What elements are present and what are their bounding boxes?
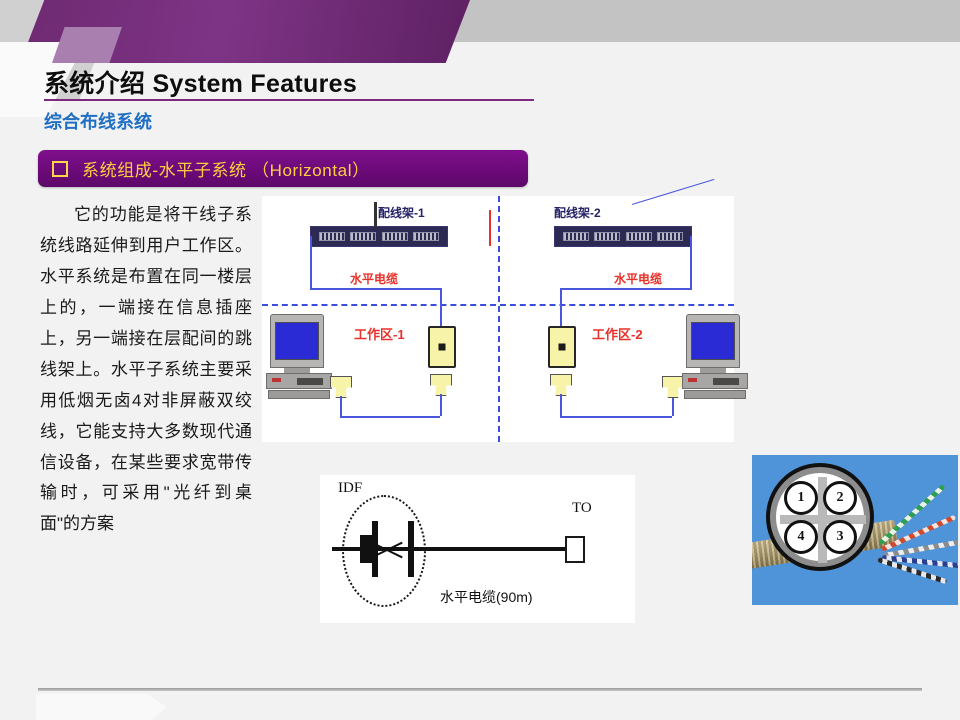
pair-number-4: 4 <box>784 520 818 554</box>
cable-run-line <box>332 547 568 551</box>
horizontal-cable-label-left: 水平电缆 <box>350 272 399 286</box>
patch-panel-1-stub <box>374 202 377 228</box>
monitor-neck <box>284 368 310 374</box>
patch-cord-2-horizontal <box>560 416 672 418</box>
zone-divider-line <box>498 196 500 442</box>
idf-boundary-ellipse <box>342 495 426 607</box>
horizontal-subsystem-diagram: 配线架-1 配线架-2 水平电缆 水平电缆 <box>262 178 748 442</box>
workstation-computer-1 <box>266 314 334 400</box>
workstation-computer-2 <box>682 314 750 400</box>
cable-cross-section: 1 2 4 3 <box>766 463 874 571</box>
panel-port-group <box>318 232 345 241</box>
wire-right-vertical <box>690 236 692 288</box>
panel-port-group <box>594 232 621 241</box>
footer-watermark-shape <box>36 694 166 720</box>
pair-number-2: 2 <box>823 481 857 515</box>
monitor-neck <box>700 368 726 374</box>
cross-connect-x-icon <box>370 533 404 565</box>
patch-panel-1 <box>310 226 448 247</box>
keyboard-icon <box>268 390 330 399</box>
patch-panel-2 <box>554 226 692 247</box>
termination-block-icon <box>360 535 372 563</box>
disk-drive-icon <box>713 378 739 385</box>
panel-port-group <box>657 232 684 241</box>
wall-outlet-1 <box>428 326 456 368</box>
rj45-plug-outlet-1 <box>430 374 452 396</box>
to-label: TO <box>572 500 592 516</box>
cross-connect-bar-left <box>372 521 378 577</box>
body-paragraph: 它的功能是将干线子系统线路延伸到用户工作区。水平系统是布置在同一楼层上的，一端接… <box>40 205 252 534</box>
wire-left-drop <box>440 288 442 326</box>
patch-cord-1-horizontal <box>340 416 440 418</box>
section-banner-label: 系统组成-水平子系统 （Horizontal） <box>82 161 370 180</box>
wall-outlet-2 <box>548 326 576 368</box>
section-banner: 系统组成-水平子系统 （Horizontal） <box>38 150 528 187</box>
footer-divider <box>38 688 922 691</box>
header-light-purple-accent <box>52 27 122 63</box>
patch-cord-1-riser <box>340 396 342 416</box>
horizontal-cable-label-right: 水平电缆 <box>614 272 663 286</box>
square-bullet-icon <box>52 160 68 177</box>
computer-case <box>682 373 748 389</box>
work-area-1-label: 工作区-1 <box>354 327 405 342</box>
panel-port-group <box>350 232 377 241</box>
patch-cord-1-vertical <box>440 394 442 416</box>
wire-left-horizontal <box>310 288 440 290</box>
pair-number-3: 3 <box>823 520 857 554</box>
disk-drive-icon <box>297 378 323 385</box>
work-area-2-label: 工作区-2 <box>592 327 643 342</box>
rj45-plug-outlet-2 <box>550 374 572 396</box>
patch-cord-2-vertical <box>560 394 562 416</box>
telecom-outlet-box <box>565 536 585 563</box>
wire-right-horizontal <box>560 288 692 290</box>
power-led-icon <box>688 378 697 382</box>
page-title: 系统介绍 System Features <box>44 70 358 98</box>
panel-port-group <box>413 232 440 241</box>
panel-port-group <box>562 232 589 241</box>
horizontal-cable-length-caption: 水平电缆(90m) <box>440 589 533 605</box>
monitor-screen <box>691 322 735 360</box>
idf-label: IDF <box>338 480 363 496</box>
title-underline <box>44 99 534 101</box>
monitor-screen <box>275 322 319 360</box>
computer-case <box>266 373 332 389</box>
patch-cord-2-riser <box>672 396 674 416</box>
wire-left-vertical <box>310 236 312 288</box>
patch-panel-2-pointer <box>631 178 715 205</box>
patch-panel-2-label: 配线架-2 <box>554 206 601 220</box>
idf-to-link-diagram: IDF TO 水平电缆(90m) <box>320 475 635 623</box>
wire-right-drop <box>560 288 562 326</box>
divider-tick-mark <box>489 210 491 246</box>
rj45-plug-computer-2 <box>662 376 684 398</box>
panel-port-group <box>381 232 408 241</box>
pair-number-1: 1 <box>784 481 818 515</box>
panel-port-group <box>625 232 652 241</box>
patch-panel-1-label: 配线架-1 <box>378 206 425 220</box>
page-subtitle: 综合布线系统 <box>44 112 152 132</box>
spline-separator-horizontal <box>780 515 866 524</box>
cross-connect-bar-right <box>408 521 414 577</box>
power-led-icon <box>272 378 281 382</box>
utp-cable-photo: 1 2 4 3 <box>752 455 958 605</box>
keyboard-icon <box>684 390 746 399</box>
